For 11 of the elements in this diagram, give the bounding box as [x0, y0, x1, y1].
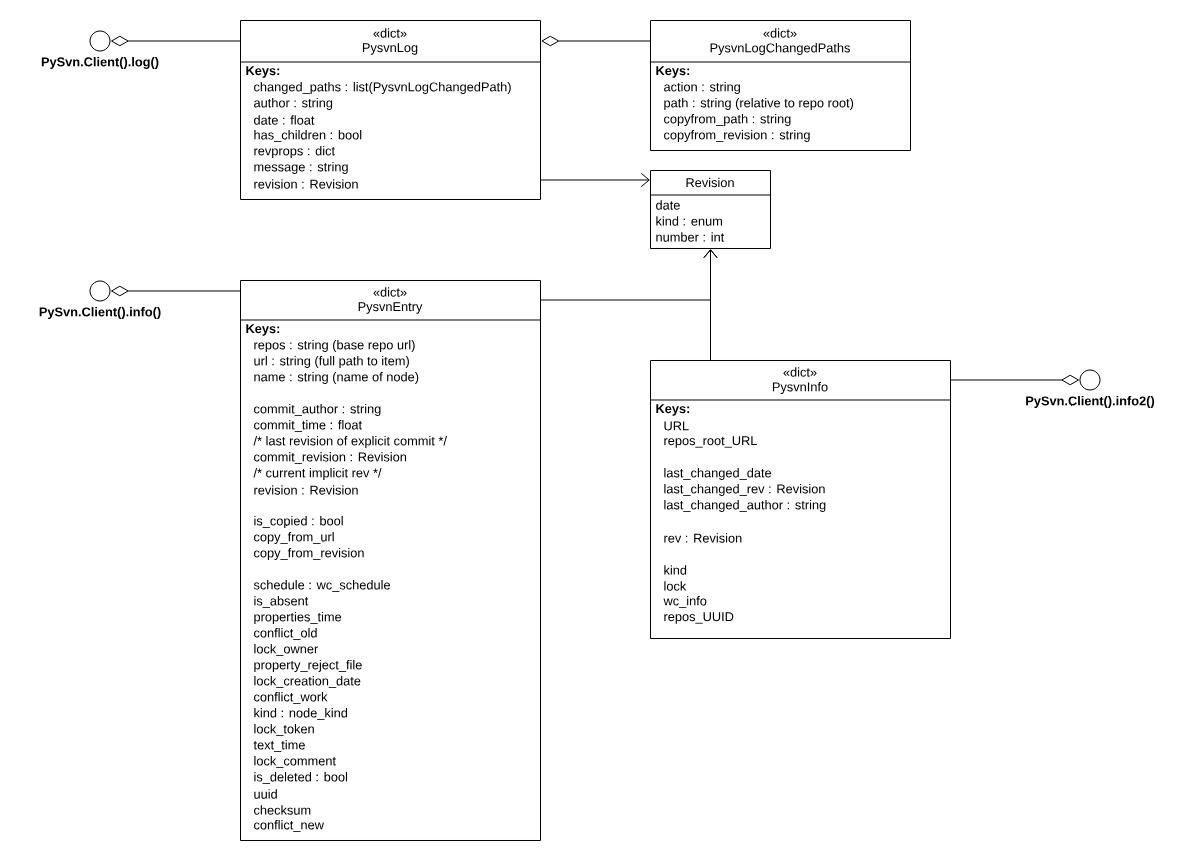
- connector: [541, 35, 651, 47]
- connector: [540, 172, 650, 188]
- connector: [703, 249, 718, 361]
- class-box: Revision date kind : enum number : int: [649, 170, 771, 249]
- class-box: «dict» PysvnLogChangedPaths Keys: action : string path : string (relative to repo root) copyfrom_path : string copyfrom_revision : string: [649, 20, 911, 151]
- connector: [111, 35, 241, 47]
- connector: [111, 285, 241, 297]
- class-box: «dict» PysvnLog Keys: changed_paths : list(PysvnLogChangedPath) author : string date : float has_children : bool revprops : dict message : string revision : Revision: [239, 20, 541, 200]
- class-box: «dict» PysvnInfo Keys: URL repos_root_URL last_changed_date last_changed_rev : Revision last_changed_author : string rev : Revision kind lock wc_info repos_UUID: [649, 360, 951, 639]
- connector: [950, 374, 1079, 386]
- class-box: «dict» PysvnEntry Keys: repos : string (base repo url) url : string (full path to item) name : string (name of node) commit_author : string commit_time : float /* last revision of explicit commit */ commit_revision : Revision /* current implicit rev */ revision : Revision is_copied : bool copy_from_url copy_from_revision schedule : wc_schedule is_absent properties_time conflict_old lock_owner property_reject_file lock_creation_date conflict_work kind : node_kind lock_token text_time lock_comment is_deleted : bool uuid checksum conflict_new: [239, 280, 541, 841]
